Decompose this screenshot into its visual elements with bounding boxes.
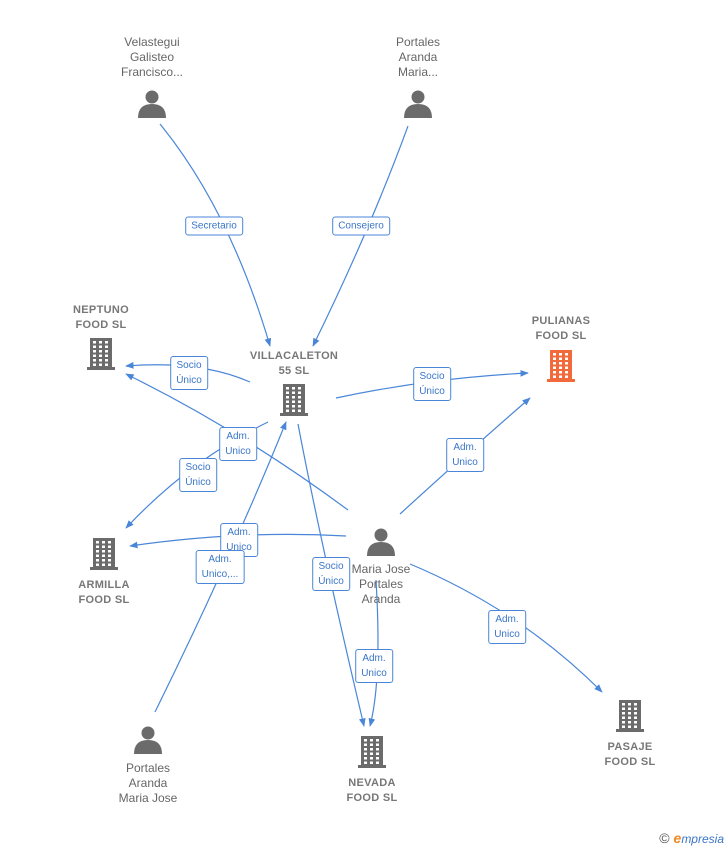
person-name-line: Velastegui <box>124 35 180 49</box>
company-name-line: NEVADA <box>348 777 396 789</box>
edge-role-label[interactable]: Consejero <box>332 216 390 236</box>
edge-p2-c_villa <box>312 125 409 347</box>
brand-logo-initial: e <box>673 830 682 846</box>
edge-role-label[interactable]: Adm. Unico,... <box>195 550 245 584</box>
building-icon[interactable] <box>87 338 115 370</box>
edge-role-text: Unico,... <box>201 569 239 580</box>
edge-role-label[interactable]: Secretario <box>185 216 243 236</box>
person-name-line: Maria Jose <box>351 562 411 576</box>
person-name-line: Maria Jose <box>118 791 178 805</box>
edge-role-text: Socio <box>185 462 211 473</box>
edge-role-text: Adm. <box>453 442 477 453</box>
person-name-line: Portales <box>358 577 404 591</box>
person-name-line: Aranda <box>128 776 168 790</box>
company-name-line: PASAJE <box>607 741 653 753</box>
company-name-line: VILLACALETON <box>249 350 339 362</box>
person-name-line: Aranda <box>361 592 401 606</box>
building-icon[interactable] <box>90 538 118 570</box>
person-name-line: Galisteo <box>129 50 175 64</box>
edge-role-text: Adm. <box>362 653 386 664</box>
edge-role-text: Unico <box>361 668 387 679</box>
company-name-c_pulianas[interactable]: PULIANAS FOOD SL <box>532 314 591 344</box>
edge-role-text: Unico <box>225 446 251 457</box>
building-icon[interactable] <box>616 700 644 732</box>
edge-role-text: Adm. <box>208 554 232 565</box>
company-name-line: FOOD SL <box>75 319 127 331</box>
company-name-line: FOOD SL <box>535 330 587 342</box>
company-name-line: PULIANAS <box>531 315 591 327</box>
company-name-c_neptuno[interactable]: NEPTUNO FOOD SL <box>73 303 129 333</box>
edge-role-text: Adm. <box>227 527 251 538</box>
company-name-line: NEPTUNO <box>73 304 129 316</box>
person-icon[interactable] <box>134 726 162 755</box>
company-name-c_villa[interactable]: VILLACALETON 55 SL <box>250 349 338 379</box>
company-name-line: FOOD SL <box>78 594 130 606</box>
edge-role-text: Unico <box>226 542 252 553</box>
edge-role-text: Socio <box>318 561 344 572</box>
edge-role-text: Socio <box>176 360 202 371</box>
building-icon[interactable] <box>358 736 386 768</box>
company-name-line: 55 SL <box>278 365 310 377</box>
brand-watermark: ©empresia <box>659 830 724 846</box>
company-name-c_armilla[interactable]: ARMILLA FOOD SL <box>78 578 130 608</box>
building-icon[interactable] <box>280 384 308 416</box>
edge-role-text: Secretario <box>191 220 237 232</box>
company-name-c_nevada[interactable]: NEVADA FOOD SL <box>347 776 398 806</box>
edge-role-label[interactable]: Adm. Unico <box>446 438 484 472</box>
edge-role-label[interactable]: Adm. Unico <box>219 427 257 461</box>
company-name-line: ARMILLA <box>78 579 130 591</box>
edge-role-text: Único <box>419 386 445 397</box>
edge-role-text: Único <box>318 576 344 587</box>
edge-role-text: Adm. <box>226 431 250 442</box>
edge-role-text: Socio <box>419 371 445 382</box>
edge-role-text: Único <box>176 375 202 386</box>
edge-role-text: Adm. <box>495 614 519 625</box>
edge-role-text: Unico <box>452 457 478 468</box>
person-name-line: Portales <box>395 35 441 49</box>
company-name-line: FOOD SL <box>604 756 656 768</box>
person-name-line: Francisco... <box>120 65 184 79</box>
brand-logo-text: mpresia <box>681 832 724 846</box>
person-icon[interactable] <box>138 90 166 119</box>
building-icon[interactable] <box>547 350 575 382</box>
edge-role-text: Único <box>185 477 211 488</box>
copyright-symbol: © <box>659 830 670 846</box>
company-name-line: FOOD SL <box>346 792 398 804</box>
person-name-line: Maria... <box>397 65 438 79</box>
person-icon[interactable] <box>404 90 432 119</box>
edge-role-label[interactable]: Adm. Unico <box>355 649 393 683</box>
company-name-c_pasaje[interactable]: PASAJE FOOD SL <box>605 740 656 770</box>
edge-role-text: Consejero <box>338 220 384 232</box>
edge-role-label[interactable]: Adm. Unico <box>488 610 526 644</box>
person-name-line: Portales <box>125 761 171 775</box>
edge-role-text: Unico <box>494 629 520 640</box>
person-icon[interactable] <box>367 528 395 557</box>
person-name-line: Aranda <box>398 50 438 64</box>
